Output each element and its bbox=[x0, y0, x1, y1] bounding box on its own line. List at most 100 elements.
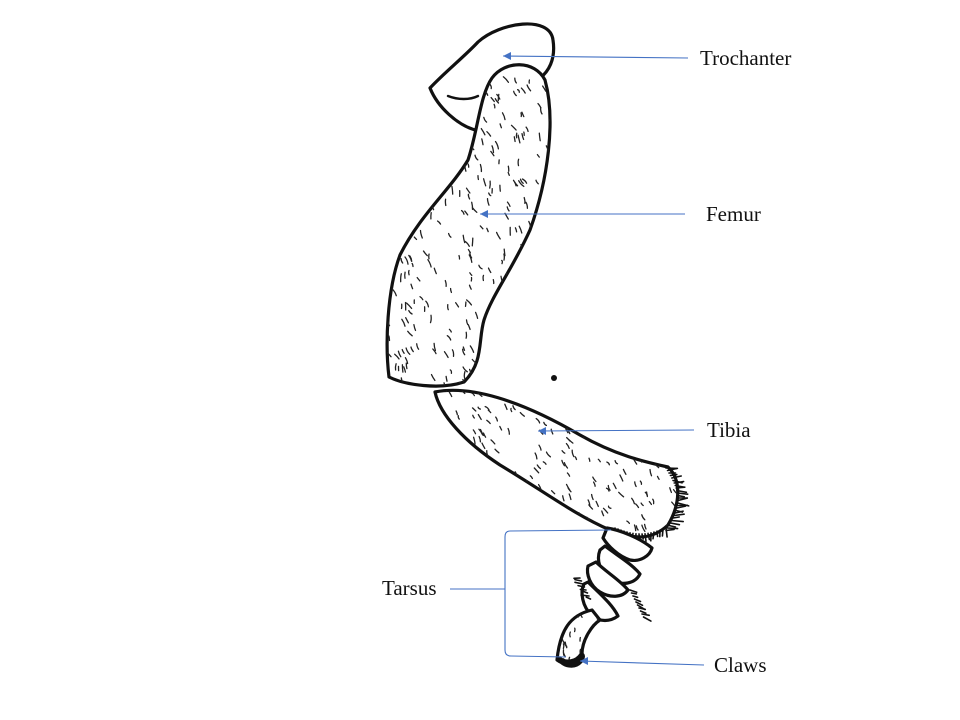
bristle-stroke bbox=[618, 491, 625, 498]
bristle-stroke bbox=[478, 531, 485, 537]
bristle-stroke bbox=[457, 476, 462, 480]
bristle-stroke bbox=[467, 323, 471, 331]
bristle-stroke bbox=[414, 215, 421, 222]
bristle-stroke bbox=[483, 508, 487, 515]
stray-ink-dot bbox=[551, 375, 557, 381]
bristle-stroke bbox=[413, 79, 416, 88]
bristle-stroke bbox=[448, 519, 452, 527]
bristle-stroke bbox=[503, 248, 506, 257]
bristle-stroke bbox=[561, 395, 568, 403]
bristle-stroke bbox=[538, 290, 543, 299]
bristle-stroke bbox=[404, 256, 409, 265]
bristle-stroke bbox=[476, 524, 480, 532]
bristle-stroke bbox=[472, 436, 476, 445]
bristle-stroke bbox=[568, 516, 572, 521]
bristle-stroke bbox=[554, 369, 556, 374]
bristle-stroke bbox=[474, 154, 479, 161]
bristle-stroke bbox=[656, 475, 660, 480]
bristle-stroke bbox=[419, 296, 424, 301]
bristle-stroke bbox=[471, 390, 475, 391]
bristle-stroke bbox=[443, 527, 448, 535]
bristle-stroke bbox=[455, 302, 460, 308]
bristle-stroke bbox=[387, 184, 390, 192]
bristle-stroke bbox=[403, 180, 409, 187]
bristle-stroke bbox=[392, 90, 397, 99]
tarsus-label: Tarsus bbox=[382, 576, 437, 600]
bristle-stroke bbox=[487, 364, 491, 374]
bristle-stroke bbox=[474, 480, 478, 489]
femur-label: Femur bbox=[706, 202, 761, 226]
fringe-spine bbox=[639, 610, 647, 615]
bristle-stroke bbox=[518, 225, 523, 234]
bristle-stroke bbox=[452, 437, 458, 443]
bristle-stroke bbox=[675, 417, 678, 424]
bristle-stroke bbox=[506, 201, 511, 207]
bristle-stroke bbox=[506, 349, 510, 356]
bristle-stroke bbox=[469, 496, 473, 503]
bristle-stroke bbox=[466, 505, 471, 510]
bristle-stroke bbox=[493, 369, 496, 375]
bristle-stroke bbox=[519, 316, 525, 324]
bristle-stroke bbox=[387, 225, 390, 231]
bristle-stroke bbox=[652, 498, 655, 505]
bristle-stroke bbox=[477, 385, 478, 388]
bristle-stroke bbox=[471, 392, 476, 397]
tarsomere-3 bbox=[585, 560, 630, 598]
bristle-stroke bbox=[430, 69, 434, 75]
bristle-stroke bbox=[538, 325, 541, 330]
bristle-stroke bbox=[405, 302, 413, 310]
bristle-stroke bbox=[550, 490, 556, 495]
bristle-stroke bbox=[460, 390, 466, 395]
fringe-spine bbox=[669, 522, 681, 526]
bristle-stroke bbox=[538, 444, 542, 451]
bristle-stroke bbox=[489, 471, 494, 479]
bristle-stroke bbox=[469, 503, 474, 508]
bristle-stroke bbox=[566, 528, 570, 535]
bristle-stroke bbox=[422, 250, 428, 257]
fringe-spine bbox=[665, 528, 675, 532]
bristle-stroke bbox=[400, 227, 403, 232]
fringe-spine bbox=[676, 505, 687, 509]
bristle-stroke bbox=[479, 457, 484, 464]
bristle-stroke bbox=[539, 239, 542, 245]
bristle-stroke bbox=[475, 517, 480, 522]
bristle-stroke bbox=[444, 390, 448, 392]
bristle-stroke bbox=[593, 642, 596, 650]
bristle-stroke bbox=[538, 132, 541, 142]
bristle-stroke bbox=[497, 93, 500, 102]
bristle-stroke bbox=[521, 314, 525, 321]
bristle-stroke bbox=[544, 196, 548, 202]
bristle-stroke bbox=[508, 535, 514, 537]
bristle-stroke bbox=[448, 391, 453, 398]
bristle-stroke bbox=[461, 348, 466, 356]
bristle-stroke bbox=[642, 425, 647, 431]
bristle-stroke bbox=[399, 212, 405, 218]
bristle-stroke bbox=[509, 301, 514, 307]
bristle-stroke bbox=[473, 451, 476, 457]
bristle-stroke bbox=[639, 423, 644, 428]
bristle-stroke bbox=[431, 206, 435, 211]
fringe-spine bbox=[638, 607, 647, 611]
bristle-stroke bbox=[481, 498, 486, 506]
bristle-stroke bbox=[500, 295, 504, 300]
bristle-stroke bbox=[614, 459, 619, 465]
bristle-stroke bbox=[501, 259, 504, 265]
fringe-spine bbox=[677, 497, 689, 502]
claw-shape bbox=[555, 652, 585, 668]
bristle-stroke bbox=[637, 414, 641, 420]
fringe-spine bbox=[642, 616, 652, 622]
fringe-spine bbox=[656, 530, 659, 538]
bristle-stroke bbox=[640, 502, 644, 507]
bristle-stroke bbox=[471, 146, 475, 151]
bristle-stroke bbox=[443, 143, 447, 152]
bristle-stroke bbox=[499, 123, 503, 129]
bristle-stroke bbox=[424, 148, 429, 154]
fringe-spine bbox=[676, 489, 688, 494]
bristle-stroke bbox=[481, 472, 487, 480]
bristle-stroke bbox=[619, 474, 624, 482]
bristle-stroke bbox=[473, 458, 479, 466]
bristle-stroke bbox=[499, 366, 502, 372]
bristle-stroke bbox=[398, 91, 402, 96]
bristle-stroke bbox=[587, 662, 590, 664]
bristle-stroke bbox=[528, 220, 532, 228]
